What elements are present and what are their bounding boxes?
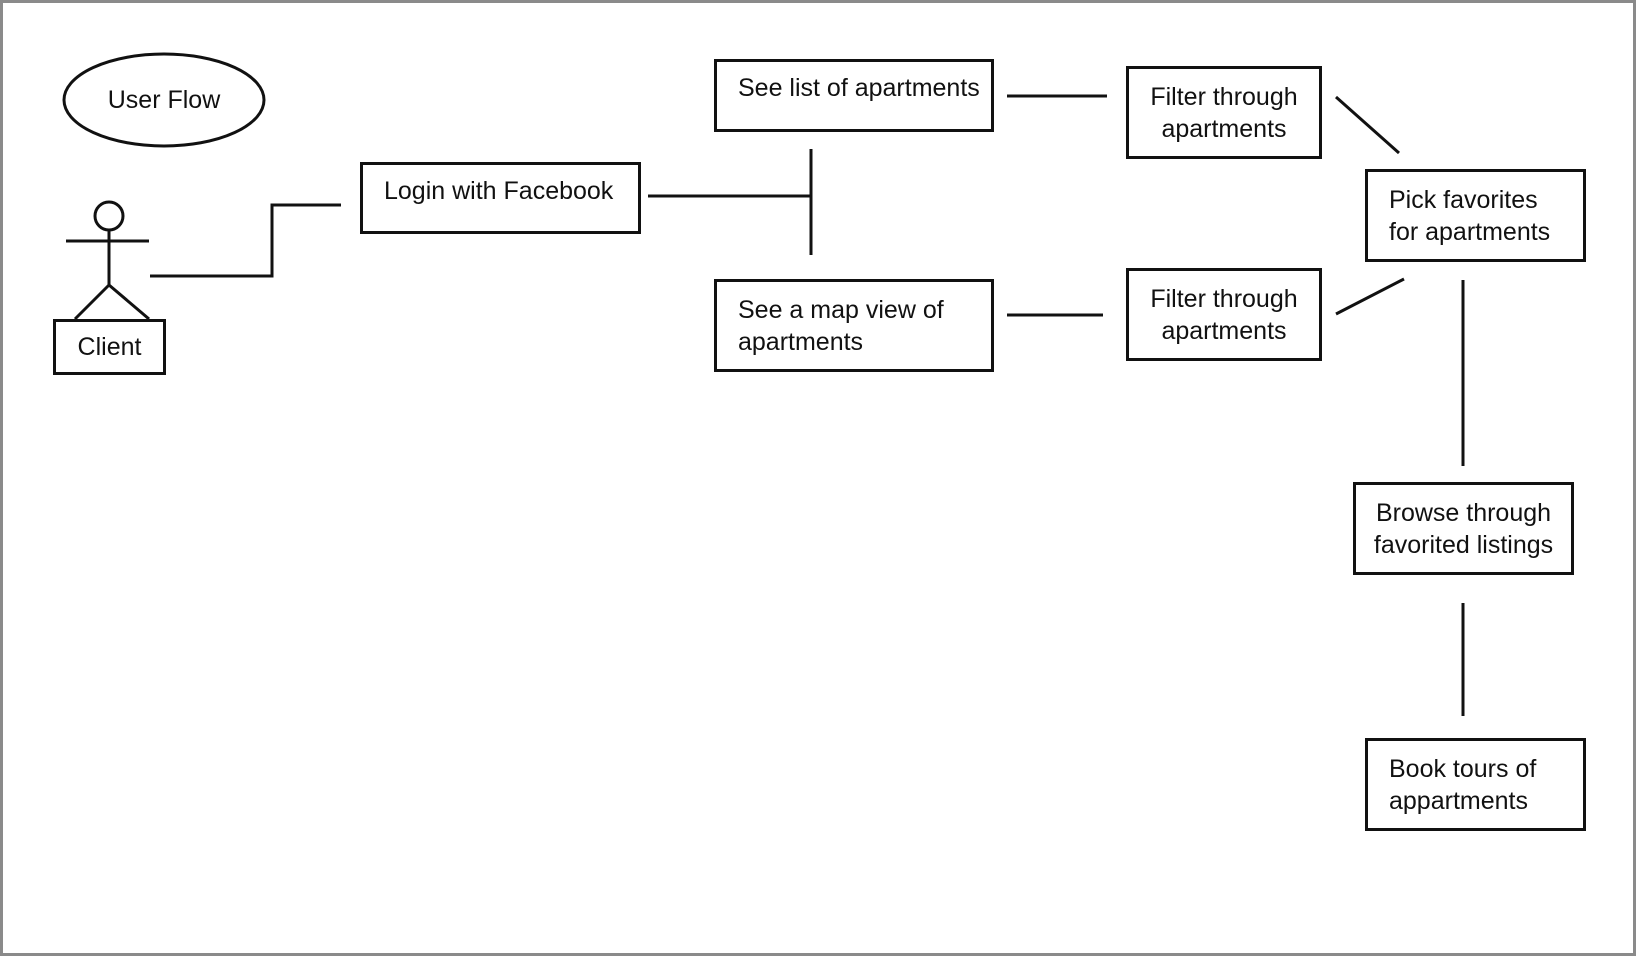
diagram-title: User Flow [64,78,264,122]
node-login-facebook-label: Login with Facebook [384,177,614,205]
node-pick-favorites-line1: Pick favorites [1389,185,1538,214]
actor-leg-right [108,283,150,321]
node-filter-bottom: Filter through apartments [1126,268,1322,361]
actor-client-box: Client [53,319,166,375]
node-filter-bottom-line2: apartments [1161,316,1287,345]
diagram-title-text: User Flow [107,86,221,114]
node-filter-top: Filter through apartments [1126,66,1322,159]
title-ellipse [62,52,266,148]
node-filter-top-line1: Filter through [1150,82,1298,111]
node-filter-top-label: Filter through apartments [1150,81,1297,145]
node-pick-favorites-label: Pick favorites for apartments [1389,184,1550,248]
node-see-list-label: See list of apartments [738,74,980,102]
connector-filter-bottom-favorites [1335,277,1405,316]
node-browse-favorites-line2: favorited listings [1373,530,1554,559]
actor-leg-left [73,283,111,321]
node-filter-bottom-label: Filter through apartments [1150,283,1297,347]
node-book-tours-label: Book tours of appartments [1389,753,1536,817]
connector-layer [62,52,1465,716]
node-see-map-label: See a map view of apartments [738,294,944,358]
node-pick-favorites: Pick favorites for apartments [1365,169,1586,262]
actor-stick-figure [66,200,150,321]
node-see-map-line2: apartments [738,327,864,356]
node-pick-favorites-line2: for apartments [1389,217,1551,246]
connector-client-login [150,203,341,278]
node-browse-favorites-line1: Browse through [1375,498,1552,527]
node-browse-favorites: Browse through favorited listings [1353,482,1574,575]
node-see-map: See a map view of apartments [714,279,994,372]
node-see-list: See list of apartments [714,59,994,132]
connector-filter-top-favorites [1335,95,1400,155]
node-book-tours: Book tours of appartments [1365,738,1586,831]
node-book-tours-line1: Book tours of [1389,754,1537,783]
node-filter-top-line2: apartments [1161,114,1287,143]
node-filter-bottom-line1: Filter through [1150,284,1298,313]
node-browse-favorites-label: Browse through favorited listings [1374,497,1553,561]
node-see-map-line1: See a map view of [738,295,944,324]
node-login-facebook: Login with Facebook [360,162,641,234]
actor-head [93,200,125,232]
node-book-tours-line2: appartments [1389,786,1528,815]
actor-client-label: Client [77,333,142,361]
